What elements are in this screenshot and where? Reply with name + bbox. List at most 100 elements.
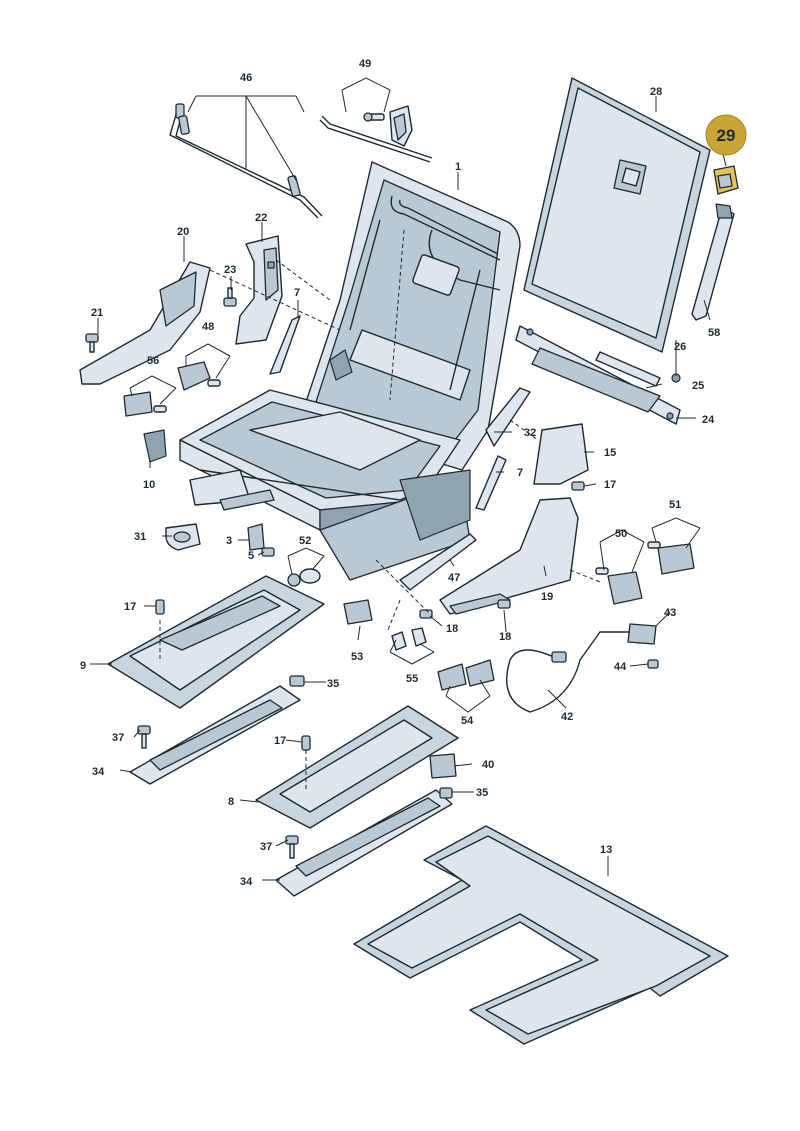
callout-53: 53 [351,651,363,663]
callout-10: 10 [143,479,155,491]
part-54-covers [437,659,495,691]
callout-34-right: 34 [240,876,253,888]
part-56-switch [123,391,167,417]
part-52-bushings [287,568,321,587]
callout-1: 1 [455,161,461,173]
part-9-cover-plate [107,575,325,709]
part-3-clip [247,523,265,551]
part-31-pull-handle [165,523,201,551]
part-5-bolt [261,547,275,557]
callout-31: 31 [134,531,146,543]
part-50-control-module [595,567,643,605]
callout-54: 54 [461,715,474,727]
callout-24: 24 [702,414,715,426]
callout-49: 49 [359,58,371,70]
callout-35-right: 35 [476,787,488,799]
callout-28: 28 [650,86,662,98]
callout-46: 46 [240,72,252,84]
callout-19: 19 [541,591,553,603]
part-53-bracket [343,599,373,625]
callout-58: 58 [708,327,720,339]
part-43-sensor [627,623,657,645]
callout-52: 52 [299,535,311,547]
part-58-trim-strip [691,203,735,321]
callout-55: 55 [406,673,418,685]
callout-13: 13 [600,844,612,856]
callout-29: 29 [717,126,736,145]
part-34-rail-left [129,685,301,785]
part-23-bolt [223,287,237,307]
part-18-clip-right [497,599,511,609]
leader-lines [90,77,727,881]
part-8-cover-plate [255,705,459,829]
part-19-side-trim [439,497,579,615]
part-44-bolt [647,659,659,669]
callout-32: 32 [524,427,536,439]
part-49-latch-rod [319,105,433,163]
callout-29-highlight: 29 [705,114,747,156]
part-37-bolt-right [285,835,299,859]
part-24-25-26-hinge-rails [515,325,681,425]
callout-8: 8 [228,796,234,808]
callout-15: 15 [604,447,616,459]
part-35-nut-right [439,787,453,799]
part-7-right-cover [475,455,507,511]
part-17-clip-top [155,599,165,615]
callout-40: 40 [482,759,494,771]
part-55-clips [391,627,427,651]
part-20-side-cover [79,261,211,385]
callout-56: 56 [147,355,159,367]
part-7-left-cover [269,315,301,375]
part-42-wiring-harness [506,631,630,713]
callout-9: 9 [80,660,86,672]
callout-34-left: 34 [92,766,105,778]
callout-50: 50 [615,528,627,540]
part-17-clip-right [571,481,585,491]
callout-47: 47 [448,572,460,584]
callout-7-left: 7 [294,287,300,299]
callout-20: 20 [177,226,189,238]
part-1-backrest-frame [299,161,521,471]
callout-17-top: 17 [124,601,136,613]
part-46-wire-rod [169,103,323,219]
part-22-bracket [235,235,283,345]
callout-43: 43 [664,607,676,619]
callout-42: 42 [561,711,573,723]
part-seat-pan-frame [179,389,471,581]
assembly-lines [159,229,601,790]
part-13-floor-mat [353,825,729,1045]
part-37-bolt-left [137,725,151,749]
callout-37-left: 37 [112,732,124,744]
part-48-actuator [177,361,221,391]
callout-5: 5 [248,550,254,562]
callout-18-right: 18 [499,631,511,643]
callout-37-right: 37 [260,841,272,853]
callout-22: 22 [255,212,267,224]
part-29-highlighted-component [713,165,739,195]
callout-7-right: 7 [517,467,523,479]
callout-51: 51 [669,499,681,511]
callout-44: 44 [614,661,627,673]
callout-3: 3 [226,535,232,547]
part-40-cap [429,753,457,779]
callout-17-right: 17 [604,479,616,491]
callout-48: 48 [202,321,214,333]
callout-26: 26 [674,341,686,353]
part-17-clip-mid [301,735,311,751]
callout-labels: 46 49 1 28 20 22 23 7 21 48 56 10 31 3 5… [80,58,720,888]
part-47-lever [399,533,477,591]
part-35-nut-left [289,675,305,687]
callout-17-mid: 17 [274,735,286,747]
callout-35-left: 35 [327,678,339,690]
callout-18-left: 18 [446,623,458,635]
callout-25: 25 [692,380,704,392]
part-15-cover [533,423,589,485]
part-10-cover [143,429,167,463]
part-51-control-module [647,541,695,575]
callout-21: 21 [91,307,103,319]
part-34-rail-right [275,789,453,897]
part-28-backrest-panel [523,77,711,353]
callout-23: 23 [224,264,236,276]
